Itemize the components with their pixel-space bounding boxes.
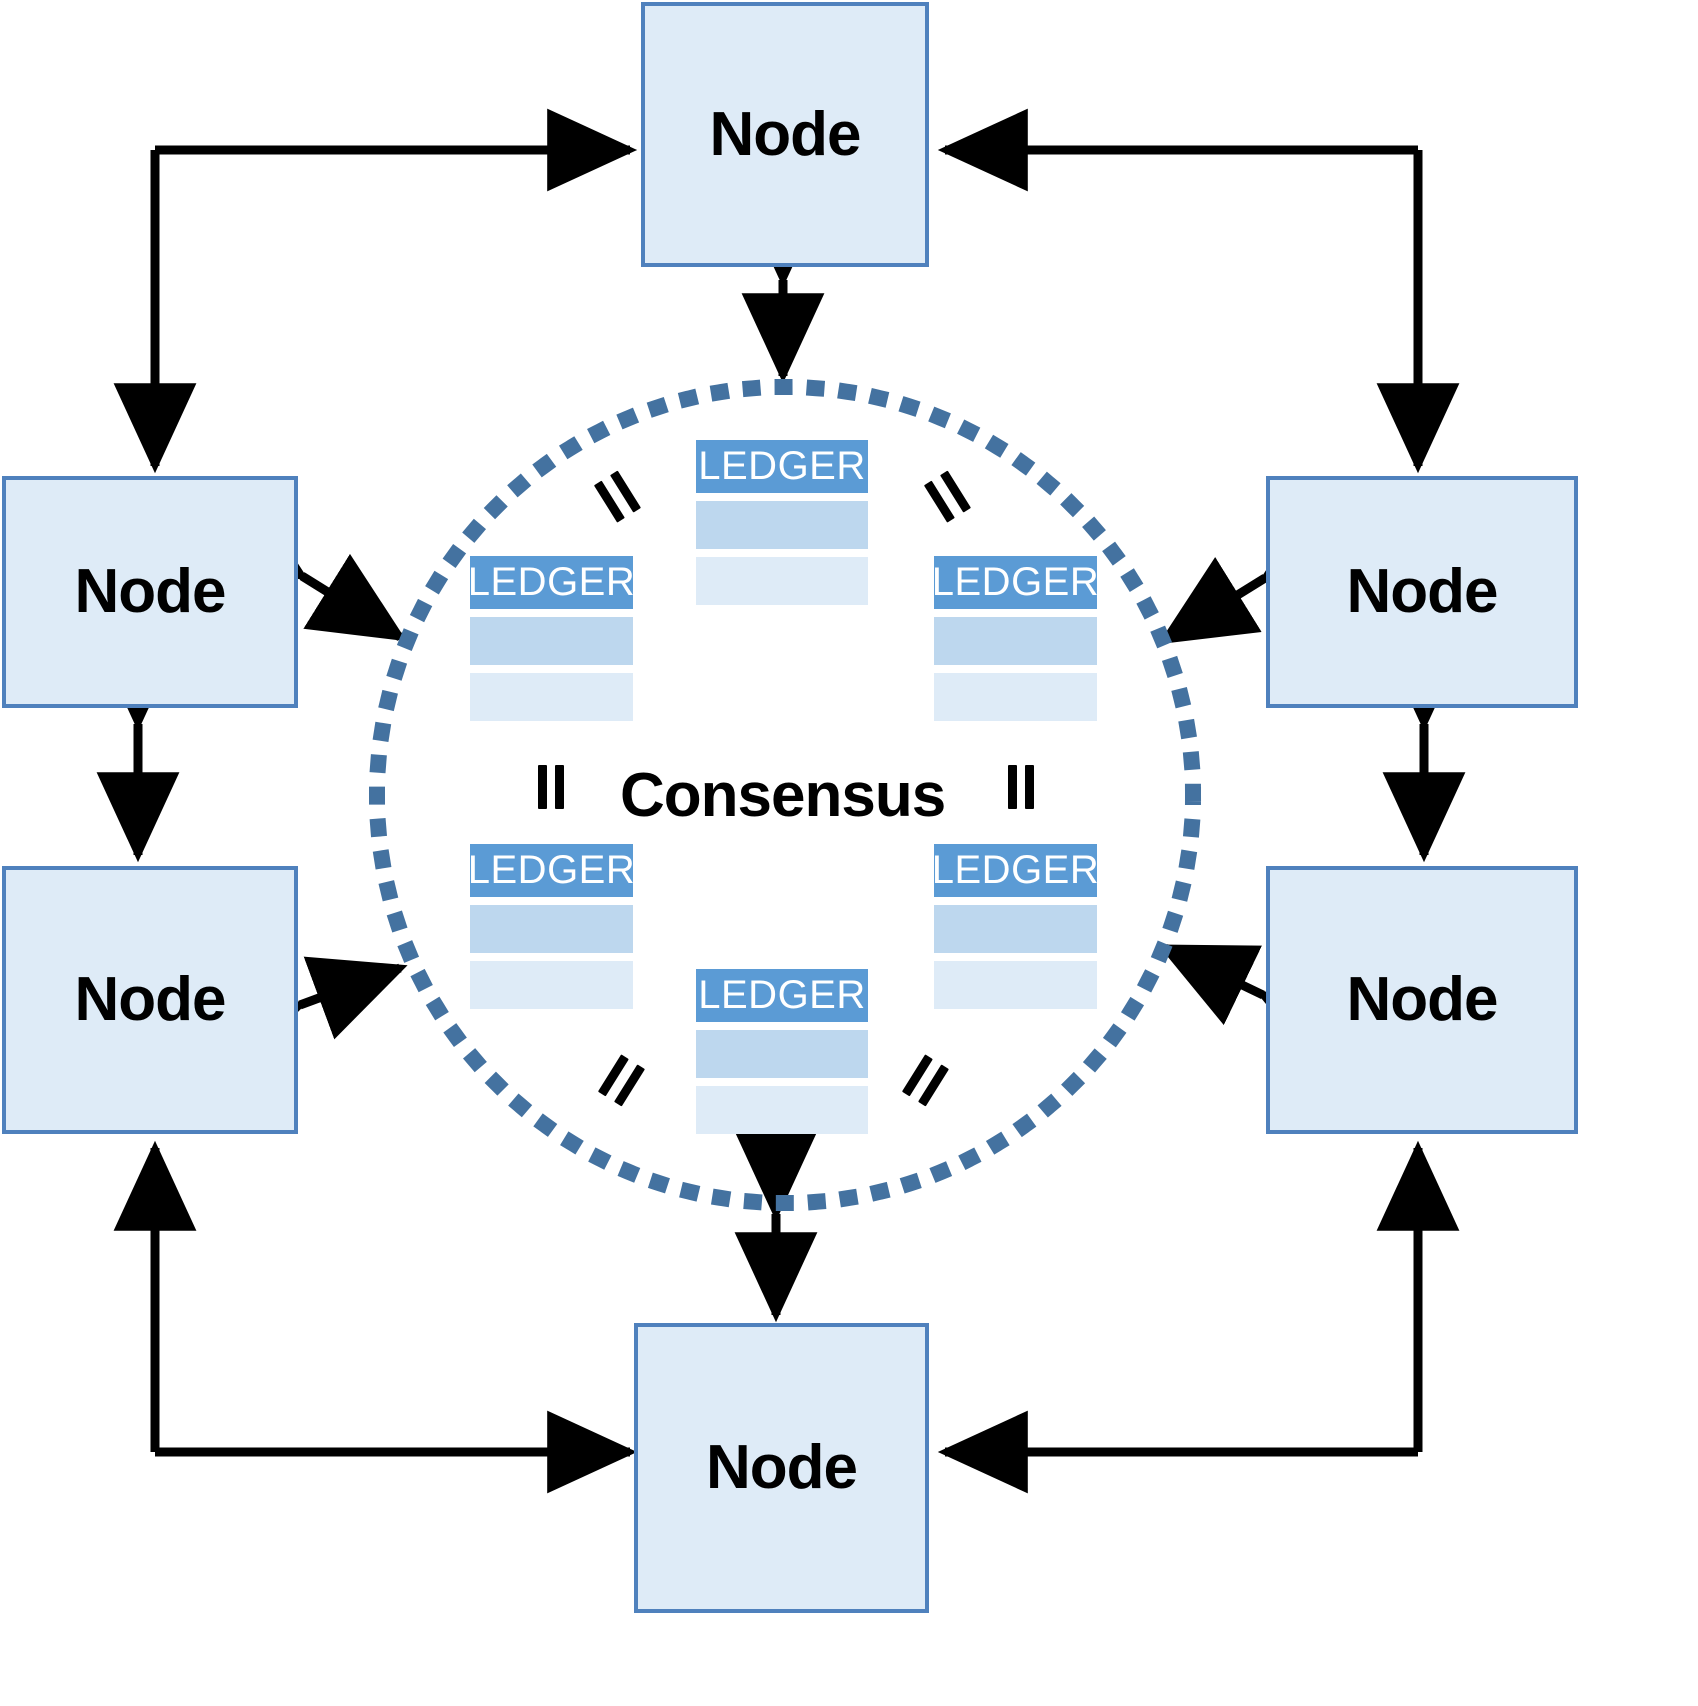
ledger-row-medium xyxy=(470,617,633,665)
ledger-stack-upper-left[interactable]: LEDGER xyxy=(468,556,635,721)
arrow-rightupper-to-consensus xyxy=(1158,494,1362,645)
ledger-row-medium xyxy=(470,905,633,953)
ledger-header: LEDGER xyxy=(932,556,1099,609)
node-box-top[interactable]: Node xyxy=(641,2,929,267)
node-box-left-lower[interactable]: Node xyxy=(2,866,298,1134)
arrow-leftupper-to-consensus xyxy=(205,492,407,642)
ledger-row-light xyxy=(470,961,633,1009)
node-label: Node xyxy=(709,99,862,169)
arrow-rightlower-to-consensus xyxy=(1157,943,1360,1073)
ledger-header: LEDGER xyxy=(468,844,635,897)
node-box-bottom[interactable]: Node xyxy=(634,1323,929,1613)
node-box-left-upper[interactable]: Node xyxy=(2,476,298,708)
ledger-row-medium xyxy=(696,501,868,549)
ledger-row-medium xyxy=(696,1030,868,1078)
ledger-stack-top[interactable]: LEDGER xyxy=(696,440,868,605)
node-box-right-lower[interactable]: Node xyxy=(1266,866,1578,1134)
ledger-row-light xyxy=(470,673,633,721)
ledger-stack-bottom[interactable]: LEDGER xyxy=(696,969,868,1134)
ledger-row-light xyxy=(934,673,1097,721)
consensus-circle xyxy=(369,379,1201,1211)
ledger-stack-lower-left[interactable]: LEDGER xyxy=(468,844,635,1009)
ledger-header: LEDGER xyxy=(468,556,635,609)
ledger-row-medium xyxy=(934,905,1097,953)
node-label: Node xyxy=(74,557,227,626)
ledger-header: LEDGER xyxy=(696,440,868,493)
ledger-row-light xyxy=(696,557,868,605)
node-label: Node xyxy=(1346,965,1499,1034)
node-label: Node xyxy=(1346,557,1499,626)
consensus-label: Consensus xyxy=(620,761,946,830)
ledger-stack-upper-right[interactable]: LEDGER xyxy=(932,556,1099,721)
ledger-header: LEDGER xyxy=(932,844,1099,897)
ledger-row-light xyxy=(696,1086,868,1134)
ledger-row-medium xyxy=(934,617,1097,665)
ledger-row-light xyxy=(934,961,1097,1009)
ledger-header: LEDGER xyxy=(696,969,868,1022)
node-label: Node xyxy=(706,1433,858,1502)
node-label: Node xyxy=(74,965,227,1034)
ledger-stack-lower-right[interactable]: LEDGER xyxy=(932,844,1099,1009)
node-box-right-upper[interactable]: Node xyxy=(1266,476,1578,708)
arrow-leftlower-to-consensus xyxy=(203,956,408,1077)
